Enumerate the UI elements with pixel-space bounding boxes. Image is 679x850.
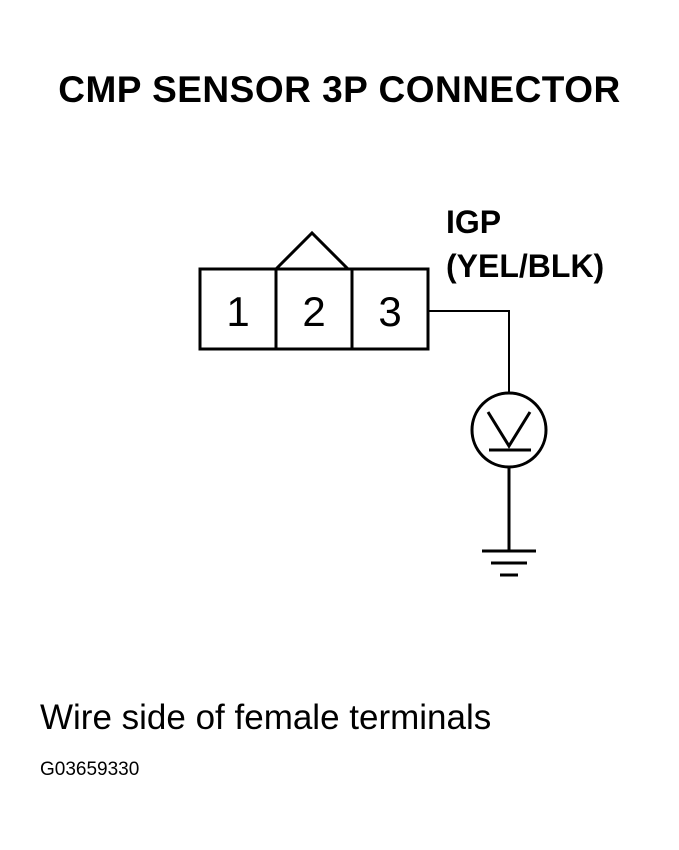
connector-lock-tab bbox=[274, 230, 350, 271]
probe-wire bbox=[428, 310, 510, 393]
figure-id: G03659330 bbox=[40, 759, 140, 780]
diagram-title: CMP SENSOR 3P CONNECTOR bbox=[58, 69, 621, 110]
caption: Wire side of female terminals bbox=[40, 698, 492, 737]
pin-1-label: 1 bbox=[226, 288, 249, 335]
wire-color-label: (YEL/BLK) bbox=[446, 248, 605, 284]
wire-signal-label: IGP bbox=[446, 204, 502, 240]
connector-body: 1 2 3 bbox=[198, 230, 430, 351]
pin-3-label: 3 bbox=[378, 288, 401, 335]
pin-2-label: 2 bbox=[302, 288, 325, 335]
voltmeter-icon bbox=[470, 391, 548, 469]
ground-icon bbox=[482, 549, 536, 577]
connector-outline bbox=[198, 267, 430, 351]
